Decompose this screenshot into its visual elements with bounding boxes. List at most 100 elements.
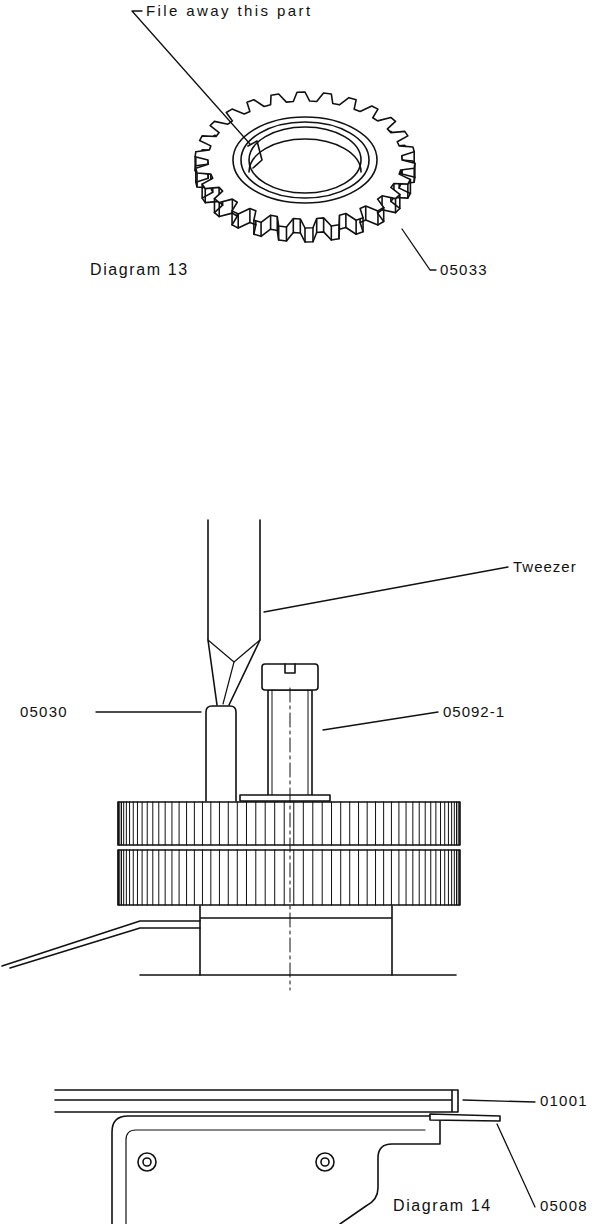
part-number: 05033 <box>440 261 488 279</box>
knurl-line <box>391 802 392 845</box>
knurl-line <box>129 802 130 845</box>
knurl-line <box>219 802 220 845</box>
knurl-line <box>284 802 285 845</box>
screw-slot <box>285 664 295 673</box>
part-number: 05030 <box>20 703 68 721</box>
knurl-line <box>358 850 359 905</box>
knurl-line <box>331 850 332 905</box>
knurl-line <box>158 802 159 845</box>
gear-tooth-edge <box>249 209 251 223</box>
knurl-line <box>312 850 313 905</box>
knurl-line <box>448 802 449 845</box>
gear-tooth-edge <box>286 227 288 241</box>
base-line <box>140 974 456 976</box>
knurl-line <box>137 850 138 905</box>
knurl-line <box>274 802 275 845</box>
knurl-line <box>293 850 294 905</box>
knurl-line <box>331 802 332 845</box>
knurl-line <box>440 850 441 905</box>
knurl-line <box>383 850 384 905</box>
knurl-line <box>367 802 368 845</box>
knurl-line <box>129 850 130 905</box>
knurl-line <box>425 802 426 845</box>
knurl-line <box>303 802 304 845</box>
knurl-line <box>118 850 119 905</box>
gear-hole <box>249 127 361 193</box>
gear-tooth-edge <box>204 189 206 203</box>
knurl-line <box>186 850 187 905</box>
leader-line <box>96 711 201 712</box>
gear-tooth-edge <box>253 220 255 234</box>
knurl-line <box>255 802 256 845</box>
gear-tooth-edge <box>304 228 306 242</box>
knurl-line <box>179 850 180 905</box>
gear-tooth-edge <box>395 199 397 213</box>
gear-drawing <box>195 92 415 242</box>
knurl-line <box>179 802 180 845</box>
knurl-line <box>123 850 124 905</box>
leader-line <box>497 1124 535 1207</box>
gear-tooth-edge <box>312 228 314 242</box>
knurl-line <box>186 802 187 845</box>
knurl-line <box>406 802 407 845</box>
figure-caption: Diagram 13 <box>90 261 189 279</box>
knurl-line <box>406 850 407 905</box>
gear-teeth <box>118 802 459 905</box>
knurl-line <box>435 850 436 905</box>
knurl-line <box>119 850 120 905</box>
knurl-line <box>137 802 138 845</box>
knurl-line <box>375 850 376 905</box>
knurl-line <box>451 850 452 905</box>
leader-line <box>132 11 250 144</box>
knurl-line <box>430 850 431 905</box>
knurl-line <box>383 802 384 845</box>
leader-line <box>402 229 436 270</box>
gear-tooth-edge <box>345 214 347 228</box>
knurl-line <box>194 802 195 845</box>
knurl-line <box>147 850 148 905</box>
knurl-line <box>444 850 445 905</box>
knurl-line <box>340 802 341 845</box>
tweezer-drawing <box>229 520 260 705</box>
knurl-line <box>171 802 172 845</box>
knurl-line <box>322 802 323 845</box>
gear-tooth-edge <box>293 219 295 233</box>
gear-tooth-edge <box>362 218 364 232</box>
knurl-line <box>419 802 420 845</box>
knurl-line <box>123 802 124 845</box>
knurl-line <box>152 802 153 845</box>
part-number: 05092-1 <box>443 703 505 721</box>
knurl-line <box>349 850 350 905</box>
knurl-line <box>165 802 166 845</box>
knurl-line <box>158 850 159 905</box>
knurl-line <box>312 802 313 845</box>
knurl-line <box>340 850 341 905</box>
leader-line <box>264 567 508 612</box>
knurl-line <box>459 850 460 905</box>
tool-label: Tweezer <box>513 558 577 576</box>
gear-tooth-edge <box>365 206 367 220</box>
knurl-line <box>202 802 203 845</box>
gear-tooth-edge <box>323 218 325 232</box>
knurl-line <box>118 850 119 905</box>
figure-caption: Diagram 14 <box>393 1197 492 1215</box>
knurl-line <box>202 850 203 905</box>
knurl-line <box>293 802 294 845</box>
knurl-line <box>265 850 266 905</box>
gear-tooth-edge <box>331 226 333 240</box>
knurl-line <box>246 850 247 905</box>
knurl-line <box>451 802 452 845</box>
knurl-line <box>430 802 431 845</box>
knurl-line <box>126 850 127 905</box>
base-drawing <box>200 906 392 975</box>
knurl-line <box>456 802 457 845</box>
knurl-line <box>219 850 220 905</box>
gear-tooth-edge <box>355 220 357 234</box>
knurl-line <box>367 850 368 905</box>
knurl-line <box>458 850 459 905</box>
tweezer-drawing <box>223 662 234 704</box>
pin-drawing <box>206 706 236 801</box>
knurl-line <box>448 850 449 905</box>
knurl-line <box>398 850 399 905</box>
